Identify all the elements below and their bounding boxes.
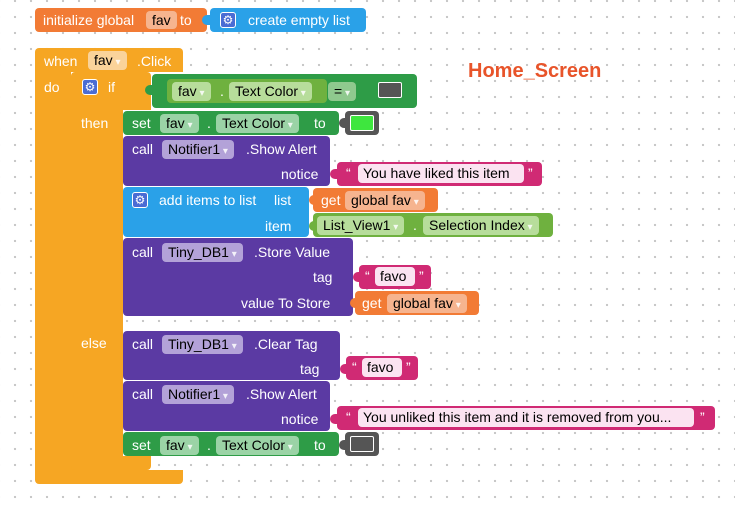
alert2-param: notice xyxy=(281,411,319,427)
gray-color-swatch[interactable] xyxy=(378,82,402,98)
clear-component-dropdown[interactable]: Tiny_DB1 xyxy=(162,335,243,354)
set2-dot: . xyxy=(207,437,211,453)
get1-keyword: get xyxy=(321,192,341,208)
list-view-property-dropdown[interactable]: Selection Index xyxy=(423,216,539,235)
store-component-dropdown[interactable]: Tiny_DB1 xyxy=(162,243,243,262)
list-view-dot: . xyxy=(413,217,417,233)
set2-component-dropdown[interactable]: fav xyxy=(160,436,199,455)
alert2-component-dropdown[interactable]: Notifier1 xyxy=(162,385,234,404)
gear-icon[interactable]: ⚙ xyxy=(220,12,236,28)
alert1-component-dropdown[interactable]: Notifier1 xyxy=(162,140,234,159)
clear-tag-param: tag xyxy=(300,361,320,377)
event-when: when xyxy=(44,53,78,69)
create-empty-list-block[interactable] xyxy=(210,8,366,32)
gray-color-swatch[interactable] xyxy=(350,436,374,452)
quote-icon: ” xyxy=(406,359,411,375)
add-items-label: add items to list xyxy=(159,192,257,208)
quote-icon: ” xyxy=(419,268,424,284)
quote-icon: “ xyxy=(346,409,351,425)
store-tag-param: tag xyxy=(313,269,333,285)
get2-keyword: get xyxy=(362,295,382,311)
condition-dot: . xyxy=(220,83,224,99)
init-var-name[interactable]: fav xyxy=(146,11,177,29)
event-name: .Click xyxy=(137,53,172,69)
screen-title: Home_Screen xyxy=(468,60,602,82)
alert2-method: .Show Alert xyxy=(246,386,317,402)
add-items-item-param: item xyxy=(265,218,292,234)
alert1-call: call xyxy=(132,141,154,157)
quote-icon: ” xyxy=(528,165,533,181)
condition-component-dropdown[interactable]: fav xyxy=(172,82,211,101)
clear-method: .Clear Tag xyxy=(254,336,318,352)
alert1-param: notice xyxy=(281,166,319,182)
set2-set: set xyxy=(132,437,151,453)
gear-icon[interactable]: ⚙ xyxy=(82,79,98,95)
set1-property-dropdown[interactable]: Text Color xyxy=(216,114,299,133)
alert1-method: .Show Alert xyxy=(246,141,317,157)
event-block-bottom xyxy=(35,470,183,484)
alert2-call: call xyxy=(132,386,154,402)
set2-to: to xyxy=(314,437,326,453)
init-to: to xyxy=(180,12,192,28)
if-block-spine xyxy=(71,110,123,470)
clear-tag-value[interactable]: favo xyxy=(362,358,402,377)
set2-property-dropdown[interactable]: Text Color xyxy=(216,436,299,455)
event-block-spine xyxy=(35,72,71,474)
list-view-component-dropdown[interactable]: List_View1 xyxy=(317,216,405,235)
create-empty-list-label: create empty list xyxy=(248,12,350,28)
init-global-block[interactable] xyxy=(35,8,207,32)
condition-property-dropdown[interactable]: Text Color xyxy=(229,82,312,101)
event-component-dropdown[interactable]: fav xyxy=(88,51,127,70)
store-method: .Store Value xyxy=(254,244,331,260)
get2-var-dropdown[interactable]: global fav xyxy=(387,294,467,313)
store-value-param: value To Store xyxy=(241,295,331,311)
init-keyword: initialize global xyxy=(43,12,135,28)
then-label: then xyxy=(81,115,109,131)
get1-var-dropdown[interactable]: global fav xyxy=(345,191,425,210)
gear-icon[interactable]: ⚙ xyxy=(132,192,148,208)
green-color-swatch[interactable] xyxy=(350,115,374,131)
quote-icon: “ xyxy=(352,359,357,375)
alert2-text-value[interactable]: You unliked this item and it is removed … xyxy=(358,408,694,427)
event-do: do xyxy=(44,79,60,95)
set1-to: to xyxy=(314,115,326,131)
store-call: call xyxy=(132,244,154,260)
condition-operator-dropdown[interactable]: = xyxy=(328,82,356,101)
else-label: else xyxy=(81,335,107,351)
quote-icon: ” xyxy=(700,409,705,425)
set1-component-dropdown[interactable]: fav xyxy=(160,114,199,133)
set1-set: set xyxy=(132,115,151,131)
clear-call: call xyxy=(132,336,154,352)
quote-icon: “ xyxy=(346,165,351,181)
alert1-text-value[interactable]: You have liked this item xyxy=(358,164,524,183)
add-items-to-list-block[interactable] xyxy=(123,187,309,237)
if-block-bottom xyxy=(71,456,151,470)
store-tag-value[interactable]: favo xyxy=(375,267,415,286)
if-label: if xyxy=(108,79,115,95)
add-items-list-param: list xyxy=(274,192,292,208)
set1-dot: . xyxy=(207,115,211,131)
quote-icon: “ xyxy=(365,268,370,284)
